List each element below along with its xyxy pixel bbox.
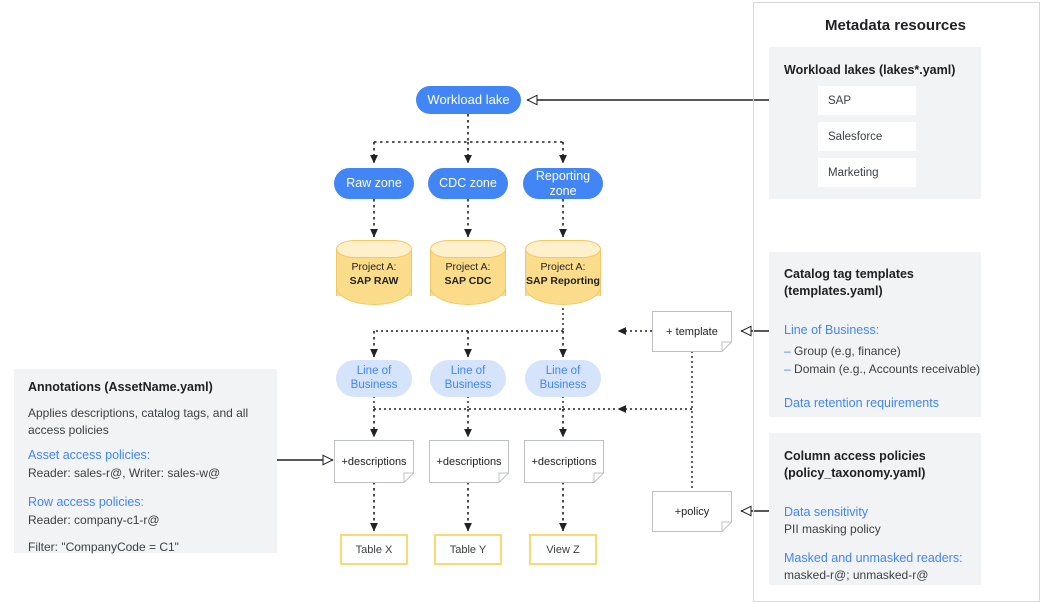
annotations-title: Annotations (AssetName.yaml): [28, 380, 213, 394]
catalog-bullet-text: Domain (e.g., Accounts receivable): [794, 362, 981, 376]
zone-label: CDC zone: [439, 176, 497, 191]
catalog-title-line-1: Catalog tag templates: [784, 267, 914, 281]
asset-node-view-z[interactable]: View Z: [529, 534, 597, 565]
annotations-description: Applies descriptions, catalog tags, and …: [28, 406, 249, 438]
zone-node-raw[interactable]: Raw zone: [334, 168, 414, 199]
workload-lake-node[interactable]: Workload lake: [416, 86, 521, 114]
descriptions-note-3[interactable]: +descriptions: [524, 440, 604, 483]
workload-lakes-title: Workload lakes (lakes*.yaml): [784, 63, 956, 77]
catalog-tag-templates-title: Catalog tag templates (templates.yaml): [784, 266, 984, 300]
tag-node-line-of-business-2[interactable]: Line of Business: [430, 360, 506, 397]
catalog-title-line-2: (templates.yaml): [784, 283, 883, 298]
dataset-cylinder-sap-raw[interactable]: Project A: SAP RAW: [336, 240, 412, 305]
cylinder-label: Project A: SAP CDC: [430, 240, 506, 305]
descriptions-label: +descriptions: [436, 455, 502, 468]
zone-node-reporting[interactable]: Reporting zone: [523, 168, 603, 199]
note-shape: [429, 440, 509, 483]
dataset-project: Project A:: [445, 260, 491, 273]
tag-node-line-of-business-1[interactable]: Line of Business: [336, 360, 412, 397]
descriptions-label: +descriptions: [531, 455, 597, 468]
metadata-resources-title: Metadata resources: [825, 17, 966, 34]
data-sensitivity-heading: Data sensitivity: [784, 505, 869, 519]
asset-node-table-x[interactable]: Table X: [340, 534, 408, 565]
dataset-cylinder-sap-reporting[interactable]: Project A: SAP Reporting: [525, 240, 601, 305]
workload-lake-item-label: Salesforce: [828, 130, 883, 143]
asset-label: View Z: [546, 543, 580, 556]
column-policies-title-line-1: Column access policies: [784, 449, 926, 463]
bullet-dash-icon: –: [784, 362, 791, 376]
cylinder-top: [336, 240, 412, 258]
masked-readers-heading: Masked and unmasked readers:: [784, 551, 963, 565]
row-access-policies-heading: Row access policies:: [28, 495, 145, 509]
workload-lake-item-marketing[interactable]: Marketing: [818, 158, 916, 187]
workload-lake-item-label: SAP: [828, 94, 852, 107]
note-shape: [524, 440, 604, 483]
template-note-label: + template: [666, 325, 718, 338]
tag-node-line-of-business-3[interactable]: Line of Business: [525, 360, 601, 397]
cylinder-label: Project A: SAP Reporting: [525, 240, 601, 305]
descriptions-note-1[interactable]: +descriptions: [334, 440, 414, 483]
bullet-dash-icon: –: [784, 344, 791, 358]
cylinder-label: Project A: SAP RAW: [336, 240, 412, 305]
workload-lake-item-sap[interactable]: SAP: [818, 86, 916, 115]
annotations-filter: Filter: "CompanyCode = C1": [28, 540, 179, 554]
asset-access-policies-value: Reader: sales-r@, Writer: sales-w@: [28, 466, 221, 480]
dataset-project: Project A:: [540, 260, 586, 273]
asset-access-policies-heading: Asset access policies:: [28, 448, 151, 462]
note-shape: [652, 311, 732, 352]
data-retention-requirements: Data retention requirements: [784, 396, 939, 410]
pii-masking-policy-value: PII masking policy: [784, 522, 881, 536]
note-shape: [334, 440, 414, 483]
tag-label: Line of Business: [444, 364, 492, 391]
cylinder-top: [525, 240, 601, 258]
policy-note[interactable]: +policy: [652, 491, 732, 532]
masked-readers-value: masked-r@; unmasked-r@: [784, 568, 929, 582]
column-access-policies-block: [769, 433, 981, 585]
catalog-bullet-text: Group (e.g, finance): [794, 344, 901, 358]
descriptions-label: +descriptions: [341, 455, 407, 468]
column-policies-title-line-2: (policy_taxonomy.yaml): [784, 465, 926, 480]
dataset-name: SAP Reporting: [526, 274, 600, 287]
workload-lake-label: Workload lake: [427, 91, 510, 107]
asset-label: Table X: [355, 543, 393, 556]
column-access-policies-title: Column access policies (policy_taxonomy.…: [784, 448, 984, 482]
template-note[interactable]: + template: [652, 311, 732, 352]
catalog-bullet-domain: – Domain (e.g., Accounts receivable): [784, 360, 994, 378]
descriptions-note-2[interactable]: +descriptions: [429, 440, 509, 483]
annotations-panel: [14, 369, 277, 553]
line-of-business-heading: Line of Business:: [784, 323, 880, 337]
tag-label: Line of Business: [539, 364, 587, 391]
zone-node-cdc[interactable]: CDC zone: [428, 168, 508, 199]
cylinder-top: [430, 240, 506, 258]
note-shape: [652, 491, 732, 532]
catalog-tag-templates-block: [769, 252, 981, 417]
dataset-name: SAP RAW: [349, 274, 399, 287]
workload-lake-item-salesforce[interactable]: Salesforce: [818, 122, 916, 151]
dataset-name: SAP CDC: [444, 274, 492, 287]
tag-label: Line of Business: [350, 364, 398, 391]
asset-node-table-y[interactable]: Table Y: [434, 534, 502, 565]
catalog-bullet-group: – Group (e.g, finance): [784, 342, 984, 360]
zone-label: Reporting zone: [535, 169, 591, 198]
policy-note-label: +policy: [674, 505, 710, 518]
dataset-cylinder-sap-cdc[interactable]: Project A: SAP CDC: [430, 240, 506, 305]
dataset-project: Project A:: [351, 260, 397, 273]
workload-lake-item-label: Marketing: [828, 166, 879, 179]
zone-label: Raw zone: [346, 176, 402, 191]
row-access-policies-value: Reader: company-c1-r@: [28, 513, 160, 527]
asset-label: Table Y: [449, 543, 487, 556]
